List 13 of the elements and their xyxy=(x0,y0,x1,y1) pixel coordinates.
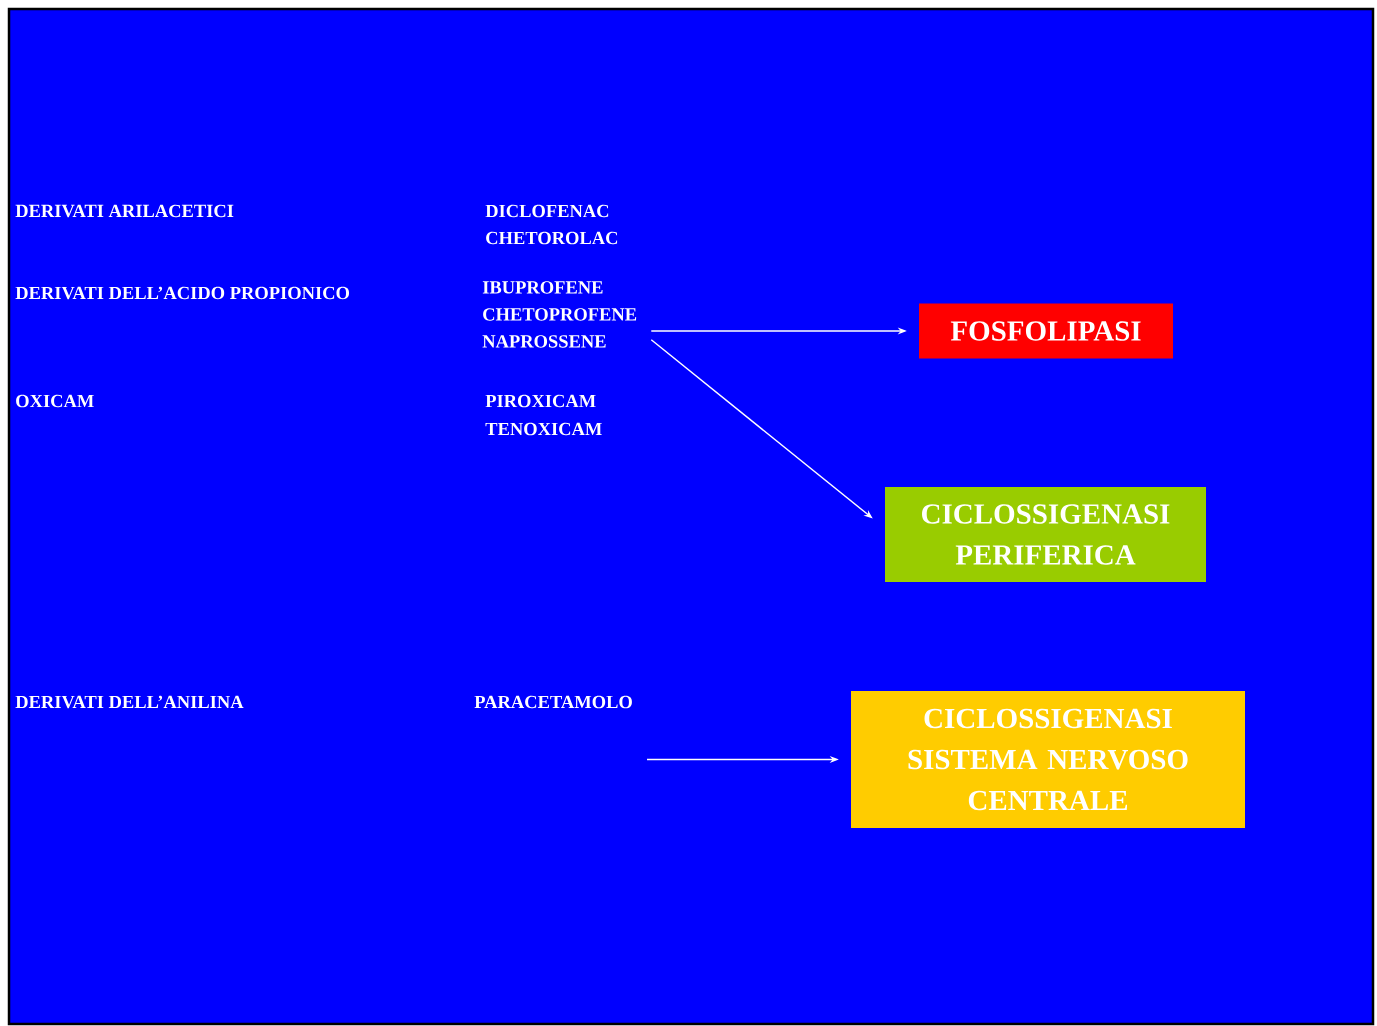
label-text: DICLOFENAC xyxy=(485,204,609,218)
label-text: DERIVATI DELL’ACIDO PROPIONICO xyxy=(15,286,350,300)
drug-name: PARACETAMOLO xyxy=(474,695,632,709)
label-text: CHETOROLAC xyxy=(486,231,618,245)
label-text: DERIVATI ARILACETICI xyxy=(15,204,234,218)
label-text: OXICAM xyxy=(16,394,94,408)
label-text: PIROXICAM xyxy=(485,394,596,408)
drug-list: IBUPROFENE CHETOPROFENE NAPROSSENE xyxy=(482,281,637,348)
enzyme-box: CICLOSSIGENASI SISTEMA NERVOSO CENTRALE xyxy=(851,691,1245,828)
label-text: DERIVATI DELL’ANILINA xyxy=(15,695,244,709)
label-text: TENOXICAM xyxy=(485,422,602,436)
enzyme-box: FOSFOLIPASI xyxy=(919,303,1173,359)
enzyme-box: CICLOSSIGENASI PERIFERICA xyxy=(885,487,1206,582)
